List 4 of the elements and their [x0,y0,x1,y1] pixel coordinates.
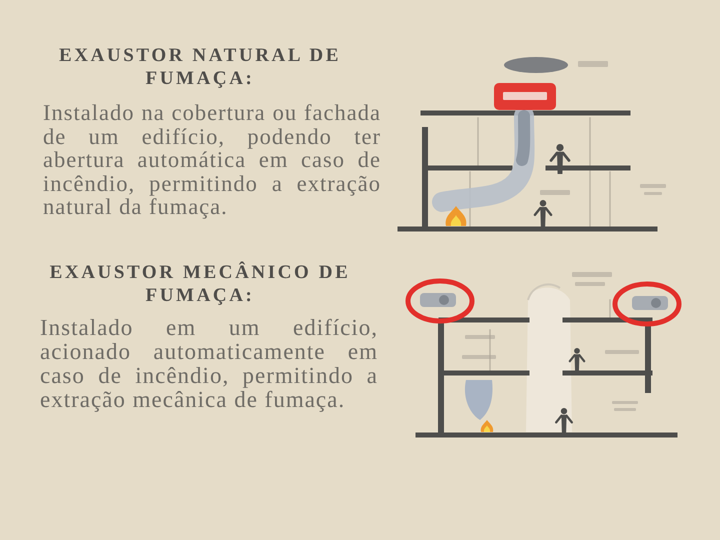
section-heading: EXAUSTOR MECÂNICO DE FUMAÇA: [48,261,352,307]
description-paragraph: Instalado na cobertura ou fachada de um edifício, podendo ter abertura automática em caso de incêndio, permitindo a extração natural da fumaça. [43,101,381,218]
description-paragraph: Instalado em um edifício, acionado automaticamente em caso de incêndio, permitindo a extração mecânica de fumaça. [40,316,378,412]
section-heading: EXAUSTOR NATURAL DE FUMAÇA: [58,44,342,90]
